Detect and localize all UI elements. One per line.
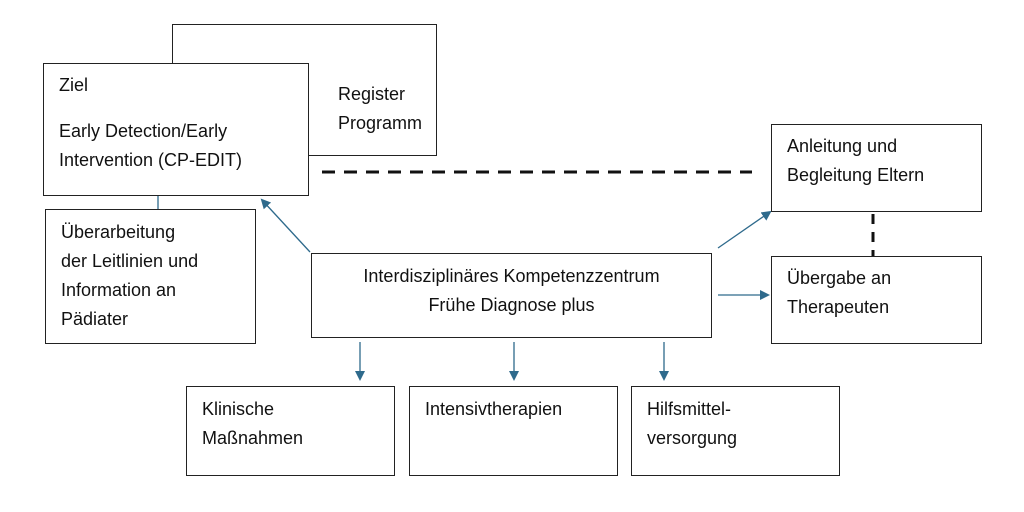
guidelines-line-4: Pädiater [61, 309, 129, 329]
aids-supply-box: Hilfsmittel- versorgung [631, 386, 840, 476]
goal-box: Ziel Early Detection/Early Intervention … [43, 63, 309, 196]
parents-guidance-text: Anleitung und Begleitung Eltern [787, 132, 924, 190]
goal-line-2: Intervention (CP-EDIT) [59, 150, 243, 170]
intensive-therapies-box: Intensivtherapien [409, 386, 618, 476]
clinical-measures-text: Klinische Maßnahmen [202, 395, 303, 453]
competence-center-box: Interdisziplinäres Kompetenzzentrum Früh… [311, 253, 712, 338]
aids-supply-text: Hilfsmittel- versorgung [647, 395, 737, 453]
clinical-line-1: Klinische [202, 399, 275, 419]
register-line-2: Programm [337, 113, 422, 133]
goal-text: Early Detection/Early Intervention (CP-E… [59, 117, 242, 175]
parents-guidance-box: Anleitung und Begleitung Eltern [771, 124, 982, 212]
therapists-line-1: Übergabe an [787, 268, 892, 288]
guidelines-line-2: der Leitlinien und [61, 251, 199, 271]
guidelines-line-3: Information an [61, 280, 177, 300]
competence-center-line-2: Frühe Diagnose plus [428, 295, 595, 315]
aids-line-2: versorgung [647, 428, 738, 448]
goal-line-1: Early Detection/Early [59, 121, 228, 141]
clinical-measures-box: Klinische Maßnahmen [186, 386, 395, 476]
intensive-therapies-text: Intensivtherapien [425, 395, 562, 424]
goal-heading: Ziel [59, 75, 89, 95]
competence-center-text: Interdisziplinäres Kompetenzzentrum Früh… [312, 262, 711, 320]
guidelines-line-1: Überarbeitung [61, 222, 176, 242]
aids-line-1: Hilfsmittel- [647, 399, 731, 419]
therapists-handover-box: Übergabe an Therapeuten [771, 256, 982, 344]
competence-center-line-1: Interdisziplinäres Kompetenzzentrum [363, 266, 660, 286]
arrow-center-to-parents [717, 210, 772, 249]
arrow-center-to-goal [260, 198, 311, 253]
therapists-handover-text: Übergabe an Therapeuten [787, 264, 891, 322]
therapists-line-2: Therapeuten [787, 297, 890, 317]
clinical-line-2: Maßnahmen [202, 428, 304, 448]
parents-line-1: Anleitung und [787, 136, 898, 156]
register-program-text: Register Programm [338, 80, 422, 138]
guidelines-text: Überarbeitung der Leitlinien und Informa… [61, 218, 198, 334]
guidelines-box: Überarbeitung der Leitlinien und Informa… [45, 209, 256, 344]
parents-line-2: Begleitung Eltern [787, 165, 925, 185]
register-line-1: Register [337, 84, 406, 104]
intensive-line-1: Intensivtherapien [425, 399, 563, 419]
